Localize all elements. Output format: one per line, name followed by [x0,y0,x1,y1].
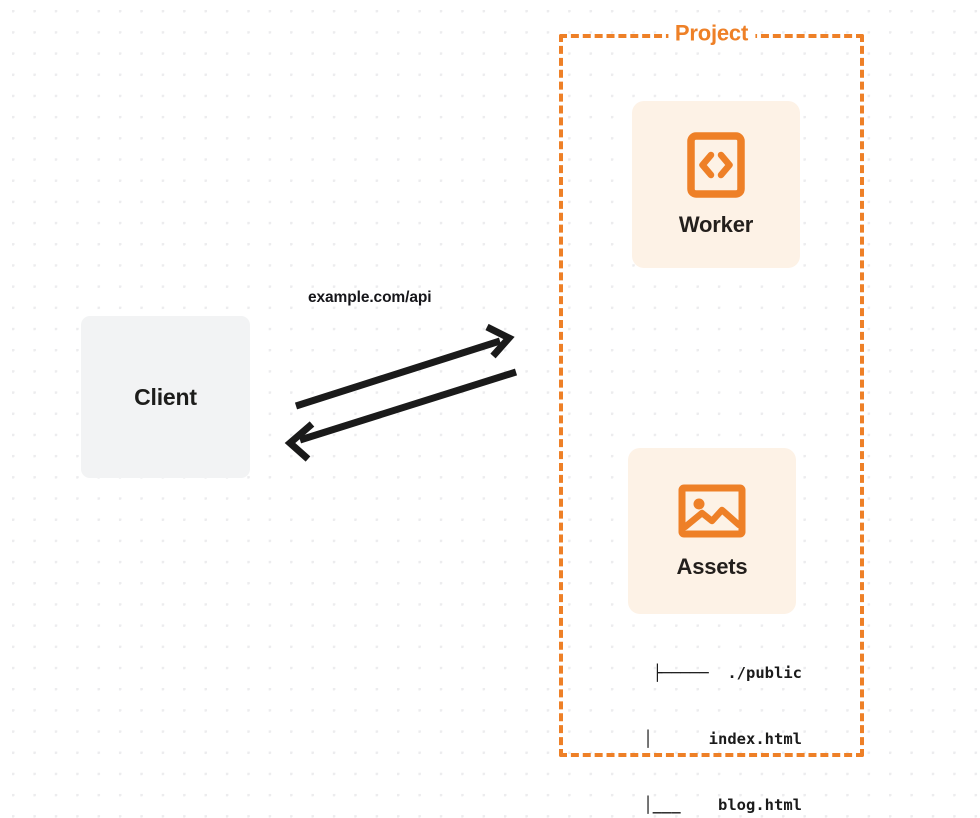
assets-card-label: Assets [676,554,748,579]
file-tree-row: │___ blog.html [587,796,802,814]
request-arrow [294,323,515,410]
connection-label: example.com/api [308,289,432,306]
assets-card[interactable]: Assets [628,448,796,614]
worker-card-label: Worker [678,211,754,237]
client-node[interactable]: Client [81,316,250,478]
file-tree-row: │ index.html [587,730,802,748]
project-container: Project [559,20,864,757]
file-tree-row: ├───── ./public [652,664,802,682]
project-title: Project [667,20,756,47]
client-node-label: Client [134,383,197,410]
worker-card[interactable]: Worker [632,101,800,268]
asset-file-tree: ├───── ./public │ index.html │___ blog.h… [560,618,802,818]
image-icon [678,482,746,540]
response-arrow [284,368,518,462]
code-brackets-icon [687,131,745,198]
